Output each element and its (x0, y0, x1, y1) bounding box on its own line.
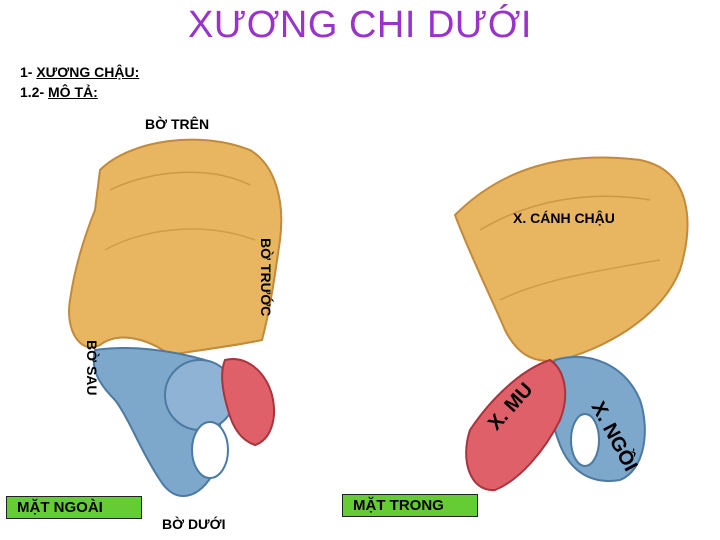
pubis-medial (465, 358, 567, 492)
section-heading-1: 1- XƯƠNG CHẬU: (20, 64, 139, 80)
section-label-2: MÔ TẢ: (48, 84, 98, 100)
label-bo-tren: BỜ TRÊN (145, 116, 210, 132)
label-bo-duoi: BỜ DƯỚI (162, 516, 226, 532)
label-x-canh-chau: X. CÁNH CHẬU (513, 210, 615, 226)
pubis-lateral (221, 358, 275, 447)
label-bo-truoc: BỜ TRƯỚC (258, 238, 274, 317)
label-bo-sau: BỜ SAU (84, 340, 100, 396)
section-number-1: 1- (20, 64, 37, 80)
box-mat-trong: MẶT TRONG (342, 494, 478, 517)
box-mat-ngoai: MẶT NGOÀI (6, 496, 142, 519)
section-label-1: XƯƠNG CHẬU: (36, 64, 140, 80)
ilium-wing-medial (453, 156, 689, 362)
section-number-2: 1.2- (20, 84, 49, 100)
ilium-wing-lateral (68, 138, 283, 357)
section-heading-2: 1.2- MÔ TẢ: (20, 84, 98, 100)
page-title: XƯƠNG CHI DƯỚI (188, 4, 532, 46)
